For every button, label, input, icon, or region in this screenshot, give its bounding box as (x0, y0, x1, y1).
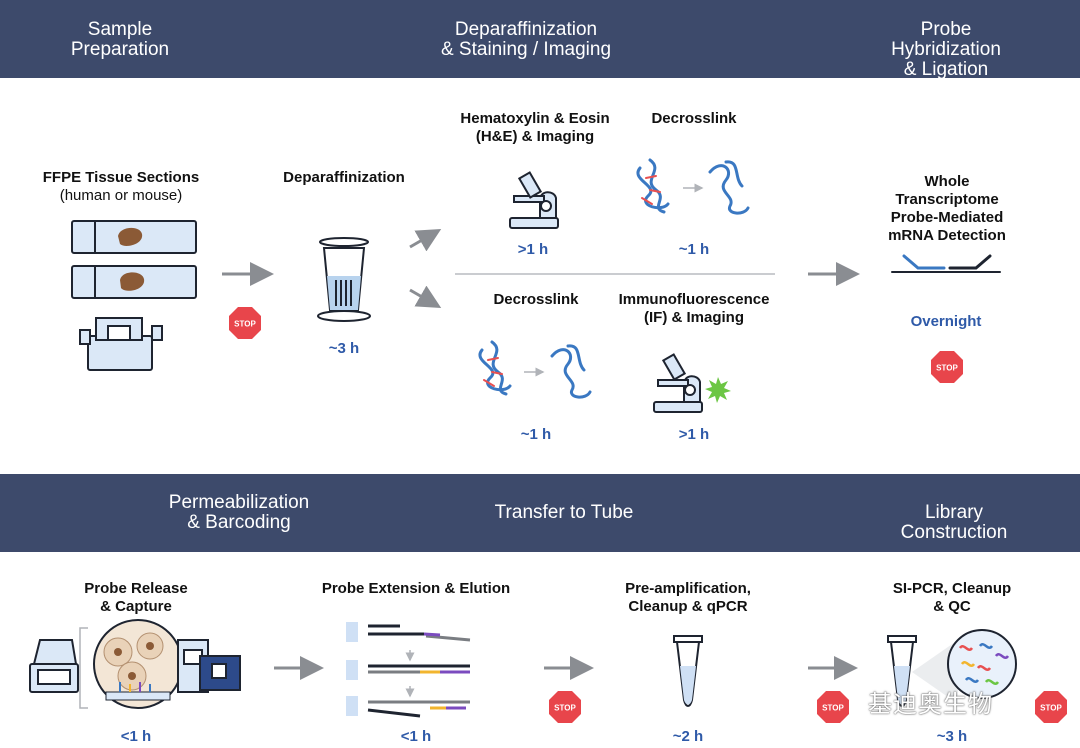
probe-extension-title: Probe Extension & Elution (321, 580, 511, 597)
stop-sign-icon: STOP (548, 690, 582, 729)
preamp-title: Pre-amplification, Cleanup & qPCR (625, 580, 751, 615)
decrosslinked-mrna-icon (550, 344, 592, 399)
tissue-capture-icon (93, 619, 183, 709)
probe-extension-icon (346, 622, 471, 718)
if-title: Immunofluorescence (IF) & Imaging (618, 291, 770, 326)
probe-release-title: Probe Release & Capture (84, 580, 188, 615)
crosslinked-mrna-icon (478, 340, 512, 396)
decrosslink-top-time: ~1 h (678, 241, 710, 258)
slide-icon (71, 220, 197, 254)
sipcr-time: ~3 h (936, 728, 968, 745)
pcr-tube-icon (673, 635, 703, 707)
probe-extension-time: <1 h (400, 728, 432, 745)
zoom-cone (912, 640, 958, 704)
microscope-icon (509, 171, 559, 229)
stop-label: STOP (1040, 704, 1062, 713)
flow-arrow (409, 229, 442, 252)
deparaffinization-time: ~3 h (328, 340, 360, 357)
probe-hybridization-icon (891, 254, 1001, 273)
stop-label: STOP (822, 704, 844, 713)
decrosslinked-mrna-icon (708, 160, 750, 215)
stop-sign-icon: STOP (816, 690, 850, 729)
deparaffinization-title: Deparaffinization (283, 169, 405, 186)
fluorescence-star-icon (705, 377, 731, 403)
cassette-icon (177, 639, 241, 693)
sipcr-title: SI-PCR, Cleanup & QC (892, 580, 1012, 615)
stop-sign-icon: STOP (228, 306, 262, 345)
staining-jar-icon (317, 237, 371, 322)
probe-release-time: <1 h (120, 728, 152, 745)
stop-sign-icon: STOP (930, 350, 964, 389)
pcr-tube-icon (887, 635, 917, 707)
watermark-text: 基迪奥生物 (868, 691, 993, 718)
preamp-time: ~2 h (672, 728, 704, 745)
library-magnifier-icon (947, 629, 1017, 699)
ffpe-title: FFPE Tissue Sections (42, 169, 200, 186)
header-probe-hybridization: Probe Hybridization & Ligation (891, 19, 1001, 80)
whole-transcriptome-time: Overnight (910, 313, 982, 330)
header-permeabilization: Permeabilization & Barcoding (168, 492, 310, 533)
stop-label: STOP (936, 364, 958, 373)
top-banner: Sample Preparation Deparaffinization & S… (0, 0, 1080, 80)
stop-label: STOP (554, 704, 576, 713)
decrosslink-bottom-time: ~1 h (520, 426, 552, 443)
he-title: Hematoxylin & Eosin (H&E) & Imaging (460, 110, 610, 145)
header-sample-preparation: Sample Preparation (70, 19, 170, 60)
whole-transcriptome-title: Whole Transcriptome Probe-Mediated mRNA … (888, 173, 1006, 244)
stop-label: STOP (234, 320, 256, 329)
header-library: Library Construction (900, 502, 1008, 543)
header-transfer: Transfer to Tube (494, 502, 634, 523)
decrosslink-bottom-title: Decrosslink (493, 291, 579, 308)
zoom-bracket (79, 627, 88, 709)
crosslinked-mrna-icon (636, 158, 670, 214)
microtome-icon (79, 317, 163, 371)
stop-sign-icon: STOP (1034, 690, 1068, 729)
if-time: >1 h (678, 426, 710, 443)
microscope-icon (653, 353, 703, 413)
instrument-icon (29, 639, 79, 693)
header-deparaffinization-staining: Deparaffinization & Staining / Imaging (440, 19, 612, 60)
decrosslink-top-title: Decrosslink (651, 110, 737, 127)
slide-icon (71, 265, 197, 299)
he-time: >1 h (517, 241, 549, 258)
bottom-banner: Permeabilization & Barcoding Transfer to… (0, 474, 1080, 552)
ffpe-subtitle: (human or mouse) (59, 187, 183, 204)
flow-arrow (409, 285, 442, 308)
